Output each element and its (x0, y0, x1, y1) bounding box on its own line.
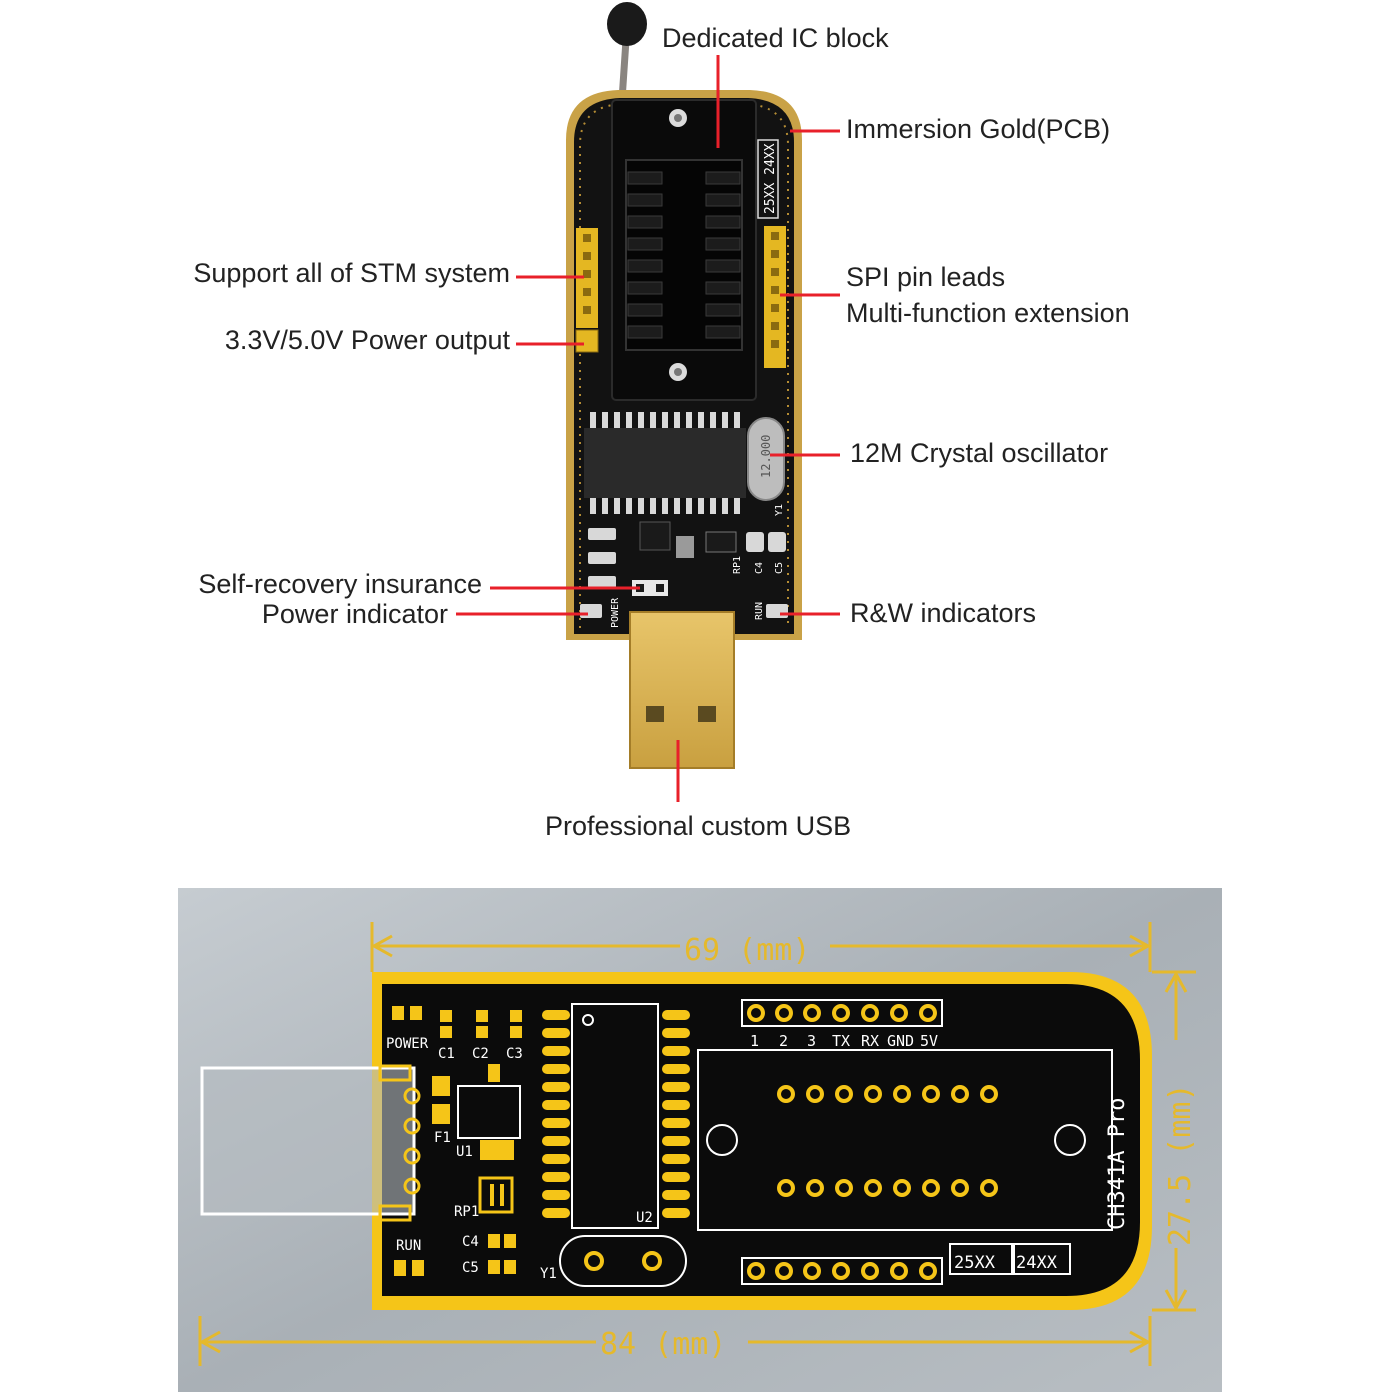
svg-text:C2: C2 (472, 1046, 489, 1062)
svg-text:5V: 5V (920, 1032, 938, 1050)
board-name-label: CH341A Pro (1105, 1098, 1130, 1230)
callout-rw-indicators: R&W indicators (850, 598, 1037, 628)
callout-spi-line1: SPI pin leads (846, 262, 1006, 292)
drawing-ic-footprint (542, 1003, 690, 1229)
svg-text:GND: GND (887, 1032, 914, 1050)
svg-text:3: 3 (807, 1032, 816, 1050)
callout-pcb: Immersion Gold(PCB) (846, 114, 1111, 144)
top-dimension-label: 69 (mm) (684, 933, 810, 968)
callout-ic-block: Dedicated IC block (662, 23, 889, 53)
callout-power-indicator: Power indicator (261, 599, 448, 629)
drawing-crystal-footprint (559, 1235, 687, 1287)
bottom-dimension-label: 84 (mm) (600, 1327, 726, 1362)
dimension-drawing (178, 888, 1222, 1392)
callout-stm: Support all of STM system (193, 258, 510, 288)
svg-text:C5: C5 (774, 562, 785, 574)
right-pin-header (764, 226, 786, 368)
svg-text:U1: U1 (456, 1144, 473, 1160)
svg-text:RP1: RP1 (732, 556, 743, 574)
svg-text:RUN: RUN (396, 1238, 421, 1254)
left-pin-header (575, 228, 599, 353)
drawing-bottom-pin-header (741, 1257, 943, 1285)
callout-spi-line2: Multi-function extension (846, 298, 1130, 328)
callout-usb: Professional custom USB (545, 811, 852, 841)
power-led (580, 604, 602, 618)
svg-text:12.000: 12.000 (759, 435, 773, 478)
svg-text:POWER: POWER (610, 597, 621, 628)
rw-led (766, 604, 788, 618)
programmer-board-photo: 25XX 24XX 12.000 Y1 (566, 2, 802, 769)
chip-label-24xx: 24XX (1016, 1253, 1058, 1273)
svg-text:RP1: RP1 (454, 1204, 479, 1220)
svg-text:2: 2 (779, 1032, 788, 1050)
usb-plug (629, 611, 735, 769)
power-jumper (575, 329, 599, 353)
svg-text:Y1: Y1 (540, 1266, 557, 1282)
svg-text:C3: C3 (506, 1046, 523, 1062)
dimension-lines (198, 922, 1196, 1366)
leader-lines (456, 55, 840, 802)
drawing-top-pin-header (741, 999, 943, 1027)
svg-text:C5: C5 (462, 1260, 479, 1276)
smd-components (580, 521, 788, 618)
callout-power-output: 3.3V/5.0V Power output (224, 325, 510, 355)
svg-text:C4: C4 (462, 1234, 479, 1250)
drawing-zif-footprint (697, 1049, 1113, 1231)
svg-text:1: 1 (750, 1032, 759, 1050)
ch341a-chip (584, 412, 746, 514)
svg-text:C1: C1 (438, 1046, 455, 1062)
callout-crystal: 12M Crystal oscillator (850, 438, 1109, 468)
svg-text:C4: C4 (754, 562, 765, 574)
svg-text:RX: RX (861, 1032, 879, 1050)
svg-text:POWER: POWER (386, 1036, 429, 1052)
svg-text:RUN: RUN (754, 602, 765, 620)
drawing-pin-labels: 1 2 3 TX RX GND 5V (750, 1032, 938, 1050)
drawing-usb-outline (200, 1066, 416, 1216)
crystal-oscillator: 12.000 Y1 (747, 417, 785, 516)
svg-text:U2: U2 (636, 1210, 653, 1226)
side-dimension-label: 27.5 (mm) (1163, 1083, 1198, 1246)
zif-lever-knob (607, 2, 647, 46)
svg-text:Y1: Y1 (774, 504, 785, 516)
chip-label-25xx: 25XX (954, 1253, 996, 1273)
svg-text:TX: TX (832, 1032, 850, 1050)
svg-text:F1: F1 (434, 1130, 451, 1146)
drawing-component-labels: POWER C1 C2 C3 F1 U1 RP1 RUN C4 C5 Y1 U2 (386, 1036, 653, 1282)
chip-type-mark: 25XX 24XX (763, 143, 778, 214)
callout-fuse: Self-recovery insurance (198, 569, 482, 599)
